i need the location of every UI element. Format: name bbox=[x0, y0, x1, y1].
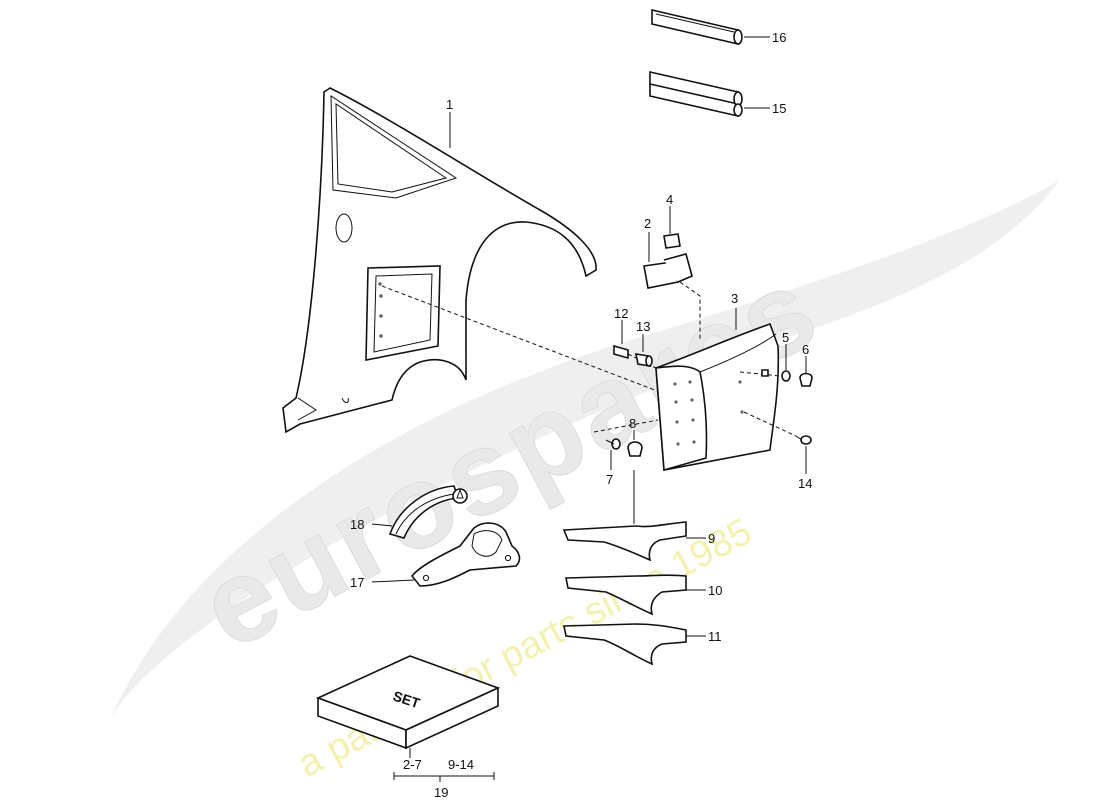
screw-part-14[interactable] bbox=[743, 411, 812, 474]
cap-part-6[interactable] bbox=[799, 356, 813, 387]
clip-part-4[interactable] bbox=[663, 206, 681, 249]
kit-range-right: 9-14 bbox=[448, 757, 474, 772]
screw-part-7[interactable] bbox=[593, 419, 659, 470]
callout-15[interactable]: 15 bbox=[772, 101, 786, 116]
insert-part-9[interactable] bbox=[562, 521, 706, 562]
bracket-plate-part-17[interactable] bbox=[371, 522, 521, 587]
kit-bracket bbox=[393, 772, 495, 782]
callout-17[interactable]: 17 bbox=[350, 575, 364, 590]
callout-19[interactable]: 19 bbox=[434, 785, 448, 800]
callout-5[interactable]: 5 bbox=[782, 330, 789, 345]
callout-12[interactable]: 12 bbox=[614, 306, 628, 321]
quarter-panel-part-1[interactable] bbox=[282, 87, 597, 434]
storage-box-part-3[interactable] bbox=[655, 308, 780, 472]
callout-2[interactable]: 2 bbox=[644, 216, 651, 231]
screw-5-6 bbox=[761, 369, 769, 377]
callout-10[interactable]: 10 bbox=[708, 583, 722, 598]
insert-part-10[interactable] bbox=[565, 574, 706, 616]
kit-range-left: 2-7 bbox=[403, 757, 422, 772]
seal-strip-part-16[interactable] bbox=[651, 8, 770, 46]
callout-1[interactable]: 1 bbox=[446, 97, 453, 112]
bracket-part-2[interactable] bbox=[643, 232, 701, 340]
seal-arc-part-18[interactable] bbox=[371, 485, 468, 539]
grommet-part-8[interactable] bbox=[627, 430, 643, 457]
callout-13[interactable]: 13 bbox=[636, 319, 650, 334]
callout-6[interactable]: 6 bbox=[802, 342, 809, 357]
callout-18[interactable]: 18 bbox=[350, 517, 364, 532]
set-box-part-19[interactable]: SET bbox=[315, 655, 501, 758]
seal-strip-part-15[interactable] bbox=[649, 70, 770, 118]
callout-16[interactable]: 16 bbox=[772, 30, 786, 45]
callout-7[interactable]: 7 bbox=[606, 472, 613, 487]
callout-3[interactable]: 3 bbox=[731, 291, 738, 306]
callout-11[interactable]: 11 bbox=[708, 629, 722, 644]
washer-part-5[interactable] bbox=[739, 344, 791, 382]
callout-4[interactable]: 4 bbox=[666, 192, 673, 207]
callout-9[interactable]: 9 bbox=[708, 531, 715, 546]
callout-8[interactable]: 8 bbox=[629, 416, 636, 431]
insert-part-11[interactable] bbox=[563, 623, 706, 666]
bushing-part-13[interactable] bbox=[634, 334, 653, 367]
callout-14[interactable]: 14 bbox=[798, 476, 812, 491]
alignment-line bbox=[381, 285, 661, 393]
